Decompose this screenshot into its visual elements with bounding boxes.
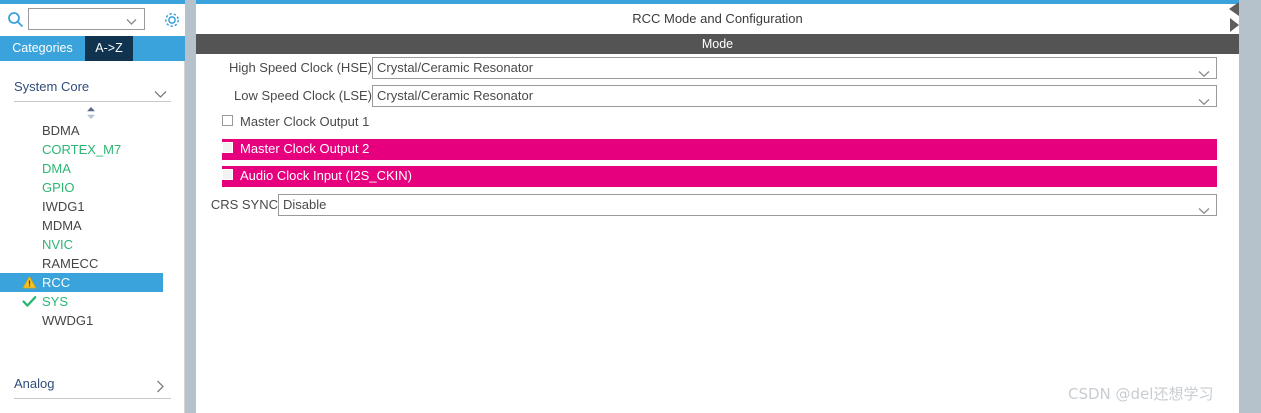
select-crs-sync-value: Disable <box>283 197 327 212</box>
list-item-label: WWDG1 <box>42 313 94 328</box>
panel-splitter[interactable] <box>185 0 196 413</box>
form-label-lse: Low Speed Clock (LSE) <box>233 88 372 103</box>
list-item-label: DMA <box>42 161 71 176</box>
list-item[interactable]: GPIO <box>0 178 185 197</box>
peripheral-list: BDMA CORTEX_M7 DMA GPIO IWDG1 MDMA NVIC <box>0 121 185 330</box>
form-row-mco1: Master Clock Output 1 <box>196 110 1239 137</box>
right-top-accent-bar <box>196 0 1261 4</box>
list-item-label: MDMA <box>42 218 82 233</box>
form-label-hse: High Speed Clock (HSE) <box>228 60 372 75</box>
tab-categories[interactable]: Categories <box>0 36 85 61</box>
checkbox-mco2[interactable] <box>222 142 233 153</box>
label-box: High Speed Clock (HSE) <box>196 54 372 82</box>
gear-icon[interactable] <box>162 10 182 30</box>
list-item-label: RCC <box>42 275 71 290</box>
label-box: Low Speed Clock (LSE) <box>196 82 372 110</box>
select-lse-value: Crystal/Ceramic Resonator <box>377 88 534 103</box>
checkbox-label-mco1: Master Clock Output 1 <box>240 114 370 129</box>
search-input[interactable] <box>28 8 145 30</box>
checkbox-row-i2s-ckin[interactable]: Audio Clock Input (I2S_CKIN) <box>222 166 1217 187</box>
chevron-down-icon <box>1198 201 1210 221</box>
group-header-system-core[interactable]: System Core <box>14 75 171 102</box>
checkbox-label-i2s-ckin: Audio Clock Input (I2S_CKIN) <box>240 168 412 183</box>
sidebar-tabs: Categories A->Z <box>0 36 185 61</box>
list-item-label: NVIC <box>42 237 74 252</box>
list-item[interactable]: DMA <box>0 159 185 178</box>
form-label-crs-sync: CRS SYNC <box>210 197 278 212</box>
select-crs-sync[interactable]: Disable <box>278 194 1217 216</box>
list-item[interactable]: CORTEX_M7 <box>0 140 185 159</box>
select-hse-value: Crystal/Ceramic Resonator <box>377 60 534 75</box>
tab-a-to-z[interactable]: A->Z <box>85 36 133 61</box>
chevron-down-icon <box>126 15 137 29</box>
list-item[interactable]: NVIC <box>0 235 185 254</box>
form-row-i2s-ckin: Audio Clock Input (I2S_CKIN) <box>196 164 1239 191</box>
checkbox-label-mco2: Master Clock Output 2 <box>240 141 370 156</box>
list-item[interactable]: IWDG1 <box>0 197 185 216</box>
list-item[interactable]: BDMA <box>0 121 185 140</box>
tabs-filler <box>133 36 185 61</box>
group-header-analog[interactable]: Analog <box>14 372 171 399</box>
list-item-label: BDMA <box>42 123 80 138</box>
form-row-crs-sync: CRS SYNC Disable <box>196 191 1239 219</box>
select-hse[interactable]: Crystal/Ceramic Resonator <box>372 57 1217 79</box>
sidebar-item-rcc[interactable]: RCC <box>0 273 163 292</box>
page-title: RCC Mode and Configuration <box>196 4 1239 35</box>
group-label-analog: Analog <box>14 376 55 391</box>
collapse-left-arrow-icon[interactable] <box>1227 1 1241 17</box>
form-row-mco2: Master Clock Output 2 <box>196 137 1239 164</box>
checkbox-row-mco2[interactable]: Master Clock Output 2 <box>222 139 1217 160</box>
list-item[interactable]: RAMECC <box>0 254 185 273</box>
main-panel: RCC Mode and Configuration Mode High Spe… <box>196 4 1239 413</box>
checkbox-mco1[interactable] <box>222 115 233 126</box>
chevron-down-icon <box>1198 92 1210 112</box>
group-label-system-core: System Core <box>14 79 90 94</box>
list-item-label: IWDG1 <box>42 199 85 214</box>
chevron-right-icon <box>156 377 165 401</box>
search-icon <box>7 11 24 28</box>
select-lse[interactable]: Crystal/Ceramic Resonator <box>372 85 1217 107</box>
watermark: CSDN @del还想学习 <box>1068 385 1214 403</box>
sidebar-search-row <box>0 4 185 34</box>
list-item-label: RAMECC <box>42 256 99 271</box>
list-scroll-spinner[interactable] <box>82 106 100 120</box>
category-tree: System Core BDMA CORTEX_M7 DMA <box>0 61 185 413</box>
list-item-label: SYS <box>42 294 69 309</box>
form-row-lse: Low Speed Clock (LSE) Crystal/Ceramic Re… <box>196 82 1239 110</box>
form-row-hse: High Speed Clock (HSE) Crystal/Ceramic R… <box>196 54 1239 82</box>
chevron-down-icon <box>1198 64 1210 84</box>
vertical-scrollbar[interactable] <box>1239 0 1261 413</box>
section-header-mode: Mode <box>196 34 1239 54</box>
mode-form: High Speed Clock (HSE) Crystal/Ceramic R… <box>196 54 1239 219</box>
list-item-label: GPIO <box>42 180 75 195</box>
sidebar: Categories A->Z System Core BDMA COR <box>0 4 185 413</box>
expand-right-arrow-icon[interactable] <box>1227 17 1241 33</box>
list-item[interactable]: MDMA <box>0 216 185 235</box>
warning-triangle-icon <box>22 275 37 290</box>
list-item[interactable]: WWDG1 <box>0 311 185 330</box>
check-icon <box>22 294 37 309</box>
list-item-label: CORTEX_M7 <box>42 142 122 157</box>
chevron-down-icon <box>154 83 167 107</box>
checkbox-row-mco1[interactable]: Master Clock Output 1 <box>222 112 1217 133</box>
checkbox-i2s-ckin[interactable] <box>222 169 233 180</box>
sidebar-item-sys[interactable]: SYS <box>0 292 185 311</box>
label-box: CRS SYNC <box>196 191 278 219</box>
